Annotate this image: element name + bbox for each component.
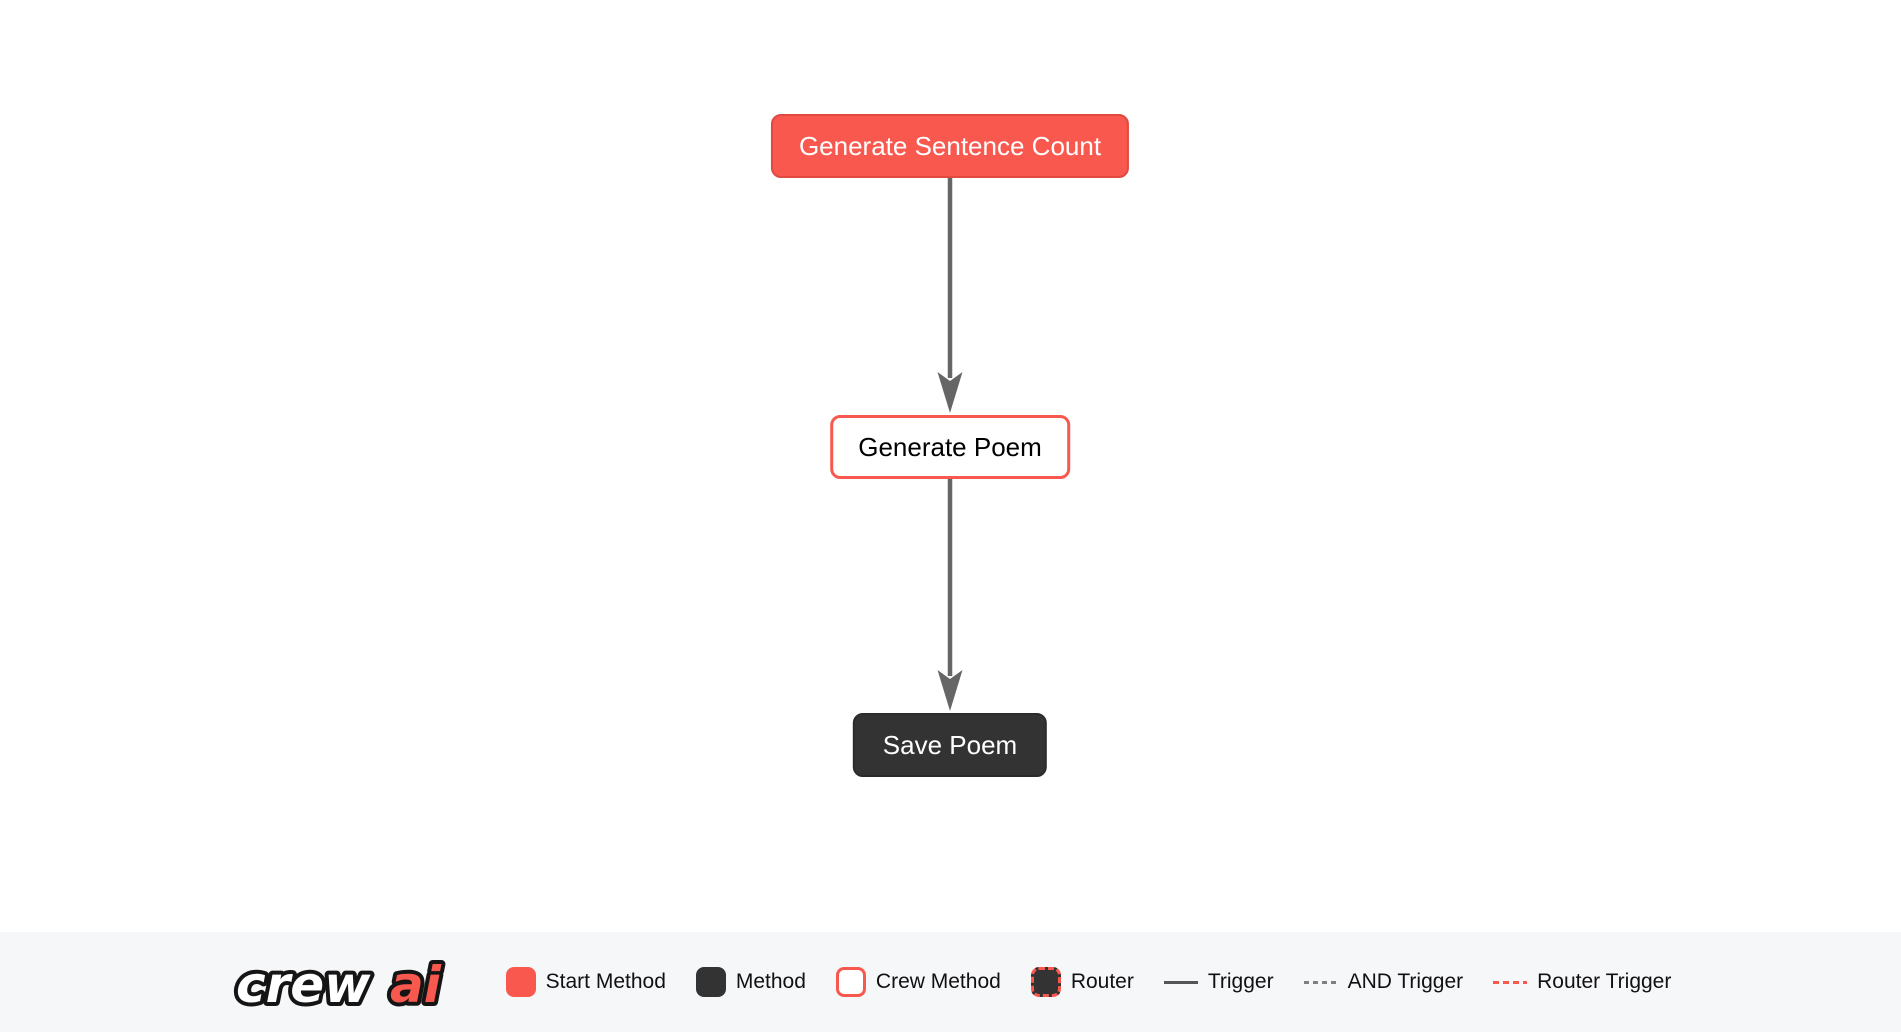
legend-label: AND Trigger [1347,970,1464,993]
node-save-poem[interactable]: Save Poem [852,713,1048,777]
crewai-logo: crew ai [232,952,446,1018]
router-swatch [1030,967,1061,997]
legend-label: Trigger [1207,970,1274,993]
edges-layer [937,178,963,711]
and-trigger-line-swatch [1303,980,1338,984]
legend-bar: crew ai Start Method Method Crew Method … [0,932,1901,1032]
legend-label: Method [735,970,806,993]
crew-method-swatch [835,967,866,997]
edge-trigger-2 [937,478,963,711]
legend-label: Start Method [545,970,666,993]
legend-item-router: Router [1030,967,1134,997]
node-generate-poem[interactable]: Generate Poem [830,415,1070,479]
start-method-swatch [505,967,536,997]
router-trigger-line-swatch [1493,980,1528,984]
trigger-line-swatch [1163,980,1198,984]
legend-item-method: Method [695,967,806,997]
legend-label: Router [1070,970,1134,993]
legend-item-start-method: Start Method [505,967,666,997]
legend-label: Router Trigger [1537,970,1672,993]
legend-item-router-trigger: Router Trigger [1493,970,1671,994]
legend-label: Crew Method [875,970,1001,993]
legend-item-trigger: Trigger [1163,970,1274,994]
method-swatch [695,967,726,997]
legend-item-and-trigger: AND Trigger [1303,970,1464,994]
legend-item-crew-method: Crew Method [835,967,1001,997]
node-generate-sentence-count[interactable]: Generate Sentence Count [770,114,1130,178]
logo-text-crew: crew [236,956,371,1014]
edge-trigger-1 [937,178,963,413]
logo-text-ai: ai [390,956,442,1014]
